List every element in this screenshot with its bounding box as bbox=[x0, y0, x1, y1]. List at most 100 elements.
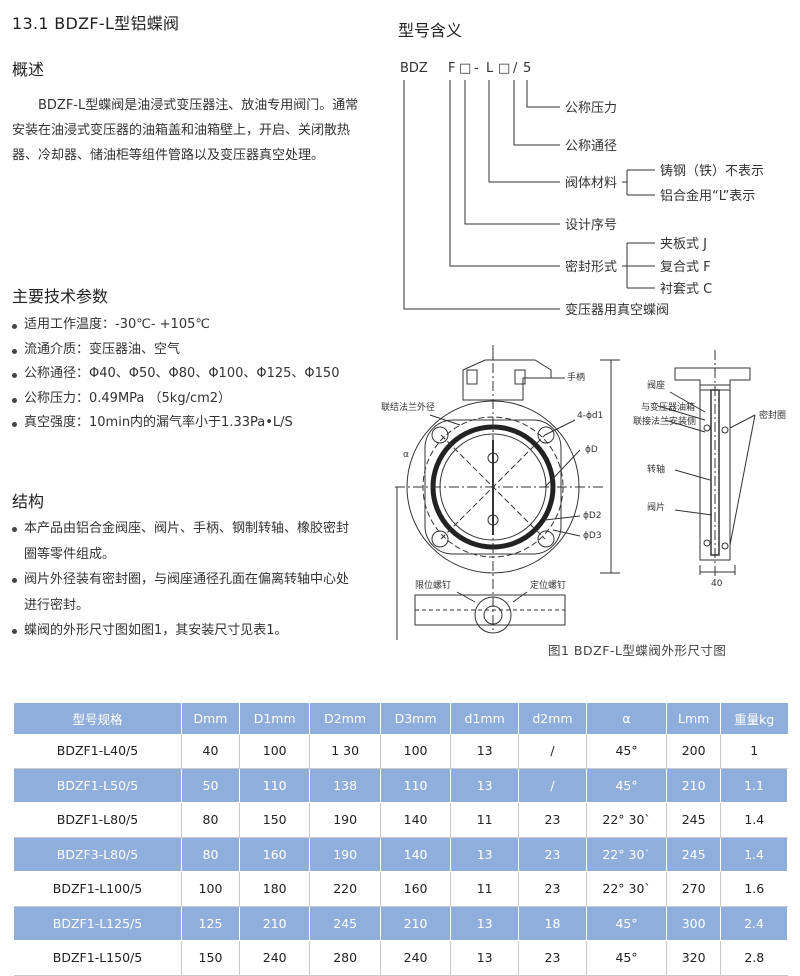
col-header: D2mm bbox=[309, 703, 381, 734]
table-cell: 210 bbox=[380, 906, 452, 941]
code-part-box1: □ bbox=[459, 61, 471, 76]
model-code-diagram: BDZ F □ - L □ / 5 公称压力 公称通径 阀体材料 铸钢（铁）不表… bbox=[400, 61, 764, 318]
table-cell: 160 bbox=[380, 871, 452, 907]
label-holes: 4-ϕd1 bbox=[577, 411, 603, 421]
handle-screw bbox=[514, 369, 526, 385]
table-cell: 245 bbox=[666, 802, 722, 838]
table-cell: 100 bbox=[181, 871, 240, 907]
table-cell: 210 bbox=[666, 768, 722, 803]
label-seal: 密封形式 bbox=[565, 259, 617, 275]
code-part-5: 5 bbox=[523, 61, 531, 76]
table-cell: 100 bbox=[380, 734, 452, 769]
label-width: 40 bbox=[711, 579, 723, 589]
table-cell: 110 bbox=[239, 768, 311, 803]
label-flange-side: 联接法兰安装侧 bbox=[633, 415, 696, 427]
label-d2: ϕD2 bbox=[583, 511, 602, 521]
col-header: d1mm bbox=[450, 703, 520, 734]
table-cell: 13 bbox=[450, 940, 520, 976]
col-header: Lmm bbox=[666, 703, 722, 734]
table-row: BDZF3-L80/5 80 160 190 140 13 23 22° 30`… bbox=[14, 837, 788, 872]
table-cell: BDZF1-L150/5 bbox=[14, 940, 182, 976]
col-header: 重量kg bbox=[720, 703, 788, 734]
model-heading: 型号含义 bbox=[398, 21, 463, 40]
table-cell: 11 bbox=[450, 802, 520, 838]
col-header: Dmm bbox=[181, 703, 240, 734]
side-handle bbox=[674, 367, 751, 391]
label-seal-a: 夹板式 J bbox=[660, 237, 707, 252]
handle-outline bbox=[462, 359, 552, 401]
spec-item: 适用工作温度：-30℃- +105℃ bbox=[12, 313, 372, 338]
spec-item: 公称通径：Φ40、Φ50、Φ80、Φ100、Φ125、Φ150 bbox=[12, 362, 372, 387]
table-cell: 1.1 bbox=[720, 768, 788, 803]
code-part-bdz: BDZ bbox=[400, 61, 428, 76]
bolt-hole bbox=[537, 530, 555, 548]
table-cell: 140 bbox=[380, 802, 452, 838]
table-cell: 180 bbox=[239, 871, 311, 907]
structure-item: 本产品由铝合金阀座、阀片、手柄、钢制转轴、橡胶密封圈等零件组成。 bbox=[12, 516, 357, 567]
specs-heading: 主要技术参数 bbox=[12, 287, 109, 306]
table-cell: 300 bbox=[666, 906, 722, 941]
table-cell: 280 bbox=[309, 940, 381, 976]
table-cell: 23 bbox=[518, 837, 587, 872]
table-cell: 200 bbox=[666, 734, 722, 769]
table-cell: 1.4 bbox=[720, 802, 788, 838]
label-transformer: 变压器用真空蝶阀 bbox=[565, 302, 669, 318]
spec-item: 公称压力：0.49MPa （5kg/cm2） bbox=[12, 387, 372, 412]
label-material: 阀体材料 bbox=[565, 176, 617, 191]
col-header: 型号规格 bbox=[14, 703, 182, 734]
label-seal-b: 复合式 F bbox=[660, 260, 711, 275]
table-cell: 23 bbox=[518, 871, 587, 907]
table-cell: 140 bbox=[380, 837, 452, 872]
table-cell: 40 bbox=[181, 734, 240, 769]
structure-heading: 结构 bbox=[12, 492, 45, 511]
overview-text: BDZF-L型蝶阀是油浸式变压器注、放油专用阀门。通常安装在油浸式变压器的油箱盖… bbox=[12, 98, 359, 163]
table-cell: 190 bbox=[309, 837, 381, 872]
table-cell: 1.6 bbox=[720, 871, 788, 907]
overview-heading: 概述 bbox=[12, 60, 45, 79]
table-cell: 150 bbox=[181, 940, 240, 976]
spec-item: 流通介质：变压器油、空气 bbox=[12, 338, 372, 363]
label-seal-ring: 密封圈 bbox=[759, 409, 786, 421]
table-row: BDZF1-L100/5 100 180 220 160 11 23 22° 3… bbox=[14, 871, 788, 907]
table-cell: 2.8 bbox=[720, 940, 788, 976]
code-part-slash: / bbox=[513, 61, 518, 76]
bolt-hole bbox=[537, 426, 555, 444]
label-pressure: 公称压力 bbox=[565, 101, 617, 116]
label-alpha: α bbox=[403, 450, 409, 460]
label-material-a: 铸钢（铁）不表示 bbox=[660, 163, 764, 179]
spec-item: 真空强度：10min内的漏气率小于1.33Pa•L/S bbox=[12, 411, 372, 436]
table-cell: 45° bbox=[586, 906, 668, 941]
code-part-dash: - bbox=[474, 61, 479, 76]
table-cell: 22° 30` bbox=[586, 871, 668, 907]
label-d3: ϕD3 bbox=[583, 531, 602, 541]
structure-list: 本产品由铝合金阀座、阀片、手柄、钢制转轴、橡胶密封圈等零件组成。 阀片外径装有密… bbox=[12, 516, 357, 644]
bolt-hole bbox=[431, 530, 449, 548]
table-row: BDZF1-L125/5 125 210 245 210 13 18 45° 3… bbox=[14, 906, 788, 941]
table-cell: 1 30 bbox=[309, 734, 381, 769]
table-cell: BDZF1-L80/5 bbox=[14, 802, 182, 838]
side-view-body bbox=[699, 384, 731, 561]
handle-screw bbox=[466, 369, 478, 385]
table-cell: 13 bbox=[450, 837, 520, 872]
table-cell: 80 bbox=[181, 802, 240, 838]
spec-table: 型号规格 Dmm D1mm D2mm D3mm d1mm d2mm α Lmm … bbox=[14, 703, 788, 976]
label-locating-screw: 限位螺钉 bbox=[415, 579, 451, 591]
table-cell: 245 bbox=[309, 906, 381, 941]
table-cell: 245 bbox=[666, 837, 722, 872]
table-cell: 13 bbox=[450, 768, 520, 803]
code-part-f: F bbox=[448, 61, 455, 76]
table-cell: 210 bbox=[239, 906, 311, 941]
label-tank-wall: 与变压器油箱 bbox=[641, 401, 695, 413]
label-disc: 阀片 bbox=[647, 501, 665, 513]
table-cell: 1 bbox=[720, 734, 788, 769]
table-cell: BDZF1-L50/5 bbox=[14, 768, 182, 803]
table-header-row: 型号规格 Dmm D1mm D2mm D3mm d1mm d2mm α Lmm … bbox=[14, 703, 788, 734]
figure-caption: 图1 BDZF-L型蝶阀外形尺寸图 bbox=[548, 643, 727, 658]
table-cell: 22° 30` bbox=[586, 802, 668, 838]
specs-list: 适用工作温度：-30℃- +105℃ 流通介质：变压器油、空气 公称通径：Φ40… bbox=[12, 313, 372, 436]
table-cell: 13 bbox=[450, 906, 520, 941]
code-part-l: L bbox=[486, 61, 494, 76]
table-cell: BDZF1-L125/5 bbox=[14, 906, 182, 941]
table-cell: BDZF3-L80/5 bbox=[14, 837, 182, 872]
valve-outline-drawing: 手柄 联结法兰外径 4-ϕd1 ϕD ϕD2 ϕD3 α 限位螺钉 定位螺钉 阀… bbox=[381, 345, 786, 640]
